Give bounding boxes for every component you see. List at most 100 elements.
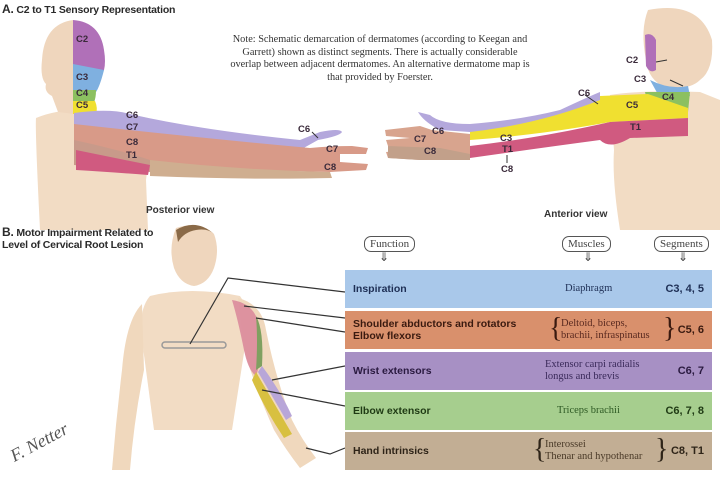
pointer-hand (305, 447, 345, 455)
anterior-label-arm-t1: T1 (502, 144, 514, 155)
section-b-title-line2: Level of Cervical Root Lesion (2, 239, 144, 251)
header-function-label: Function (364, 236, 416, 252)
pointer-elbow-flexors (255, 317, 345, 333)
row-muscles-line2: brachii, infraspinatus (561, 330, 650, 341)
anterior-label-hand-c8: C8 (424, 146, 437, 157)
row-function: Shoulder abductors and rotators Elbow fl… (353, 318, 516, 342)
section-a-letter: A. (2, 2, 14, 16)
posterior-c5 (73, 101, 97, 114)
row-muscles: Triceps brachii (557, 405, 620, 416)
posterior-label-c4: C4 (76, 88, 89, 99)
posterior-label-c5: C5 (76, 100, 89, 111)
anterior-label-c6: C6 (578, 88, 591, 99)
left-brace-icon: { (549, 313, 563, 344)
figure-head (171, 225, 217, 286)
figure-torso (141, 291, 248, 430)
posterior-arm-t1 (76, 150, 150, 175)
leader-line (655, 59, 668, 63)
table-row: Hand intrinsics { Interossei Thenar and … (345, 432, 712, 470)
row-muscles: Deltoid, biceps, brachii, infraspinatus (561, 318, 711, 342)
row-muscles-line2: Thenar and hypothenar (545, 451, 643, 462)
pointer-shoulder (243, 305, 345, 319)
anterior-t1 (470, 118, 688, 158)
posterior-label-hand-c8: C8 (324, 162, 337, 173)
left-brace-icon: { (533, 434, 547, 465)
anterior-view-label: Anterior view (544, 209, 608, 220)
figure-left-arm (112, 304, 144, 470)
row-muscles-line1: Extensor carpi radialis (545, 359, 640, 370)
posterior-label-c8: C8 (126, 137, 139, 148)
posterior-label-hand-c6: C6 (298, 124, 311, 135)
posterior-arm-c6 (74, 110, 342, 150)
header-muscles-arrow-icon: ⇓ (582, 250, 594, 264)
pointer-inspiration (189, 277, 345, 345)
posterior-c3 (73, 64, 104, 94)
posterior-label-t1: T1 (126, 150, 138, 161)
row-function: Elbow extensor (353, 405, 431, 417)
anterior-head (643, 8, 713, 89)
posterior-label-hand-c7: C7 (326, 144, 339, 155)
leader-line (584, 94, 599, 105)
row-function-line2: Elbow flexors (353, 330, 422, 342)
section-b-letter: B. (2, 225, 14, 239)
row-muscles-line2: longus and brevis (545, 371, 620, 382)
row-muscles: Extensor carpi radialis longus and brevi… (545, 359, 695, 383)
header-segments: Segments ⇓ (654, 236, 712, 264)
anterior-c6 (418, 92, 600, 132)
anterior-hand-c8 (388, 146, 470, 160)
row-muscles-line1: Interossei (545, 439, 586, 450)
posterior-label-c2: C2 (76, 34, 89, 45)
header-muscles-label: Muscles (562, 236, 611, 252)
row-segments: C8, T1 (670, 445, 704, 457)
anterior-label-c5: C5 (626, 100, 639, 111)
section-a-title: C2 to T1 Sensory Representation (16, 4, 176, 16)
table-row: Elbow extensor Triceps brachii C6, 7, 8 (345, 392, 712, 430)
posterior-label-c3: C3 (76, 72, 89, 83)
triceps-muscle (256, 316, 263, 370)
row-function-line1: Shoulder abductors and rotators (353, 318, 517, 330)
header-function-arrow-icon: ⇓ (378, 250, 390, 264)
anterior-label-c2: C2 (626, 55, 639, 66)
row-muscles-line1: Deltoid, biceps, (561, 318, 628, 329)
row-muscles: Diaphragm (565, 283, 613, 294)
table-row: Wrist extensors Extensor carpi radialis … (345, 352, 712, 390)
dermatome-note: Note: Schematic demarcation of dermatome… (230, 34, 530, 83)
leader-line (311, 131, 319, 139)
anterior-label-c3: C3 (634, 74, 647, 85)
right-brace-icon: } (655, 434, 669, 465)
anterior-c2 (645, 34, 656, 72)
anterior-label-arm-c5: C3 (500, 133, 513, 144)
section-a-heading: A. C2 to T1 Sensory Representation (2, 2, 175, 16)
section-b-title-line1: Motor Impairment Related to (16, 227, 154, 239)
dermatome-illustration (35, 8, 720, 230)
motor-figure (112, 224, 345, 470)
row-segments: C6, 7 (677, 365, 704, 377)
posterior-head-skin (41, 20, 74, 114)
anterior-label-arm-c8: C8 (501, 164, 514, 175)
deltoid-biceps-muscle (232, 300, 261, 376)
table-row: Shoulder abductors and rotators Elbow fl… (345, 311, 712, 349)
anterior-label-c4: C4 (662, 92, 675, 103)
row-segments: C6, 7, 8 (665, 405, 704, 417)
row-segments: C3, 4, 5 (665, 283, 704, 295)
row-function: Inspiration (353, 283, 407, 295)
anterior-label-hand-c6: C6 (432, 126, 445, 137)
row-segments: C5, 6 (677, 324, 704, 336)
anterior-label-t1: T1 (630, 122, 642, 133)
header-segments-label: Segments (654, 236, 709, 252)
leader-line (669, 79, 684, 87)
header-function: Function ⇓ (364, 236, 416, 264)
row-muscles: Interossei Thenar and hypothenar (545, 439, 695, 463)
forearm-yellow-muscle (252, 372, 292, 438)
row-function: Wrist extensors (353, 365, 432, 377)
pointer-elbow-extensor (261, 389, 345, 407)
section-b-heading: B. Motor Impairment Related to Level of … (2, 226, 153, 251)
anterior-label-hand-c7: C7 (414, 134, 427, 145)
diaphragm-outline (161, 341, 227, 349)
pointer-wrist (271, 365, 345, 381)
posterior-label-c7: C7 (126, 122, 139, 133)
posterior-head-c2 (73, 20, 105, 76)
header-segments-arrow-icon: ⇓ (677, 250, 689, 264)
posterior-forearm-skin (150, 160, 332, 179)
posterior-view-label: Posterior view (146, 205, 215, 216)
